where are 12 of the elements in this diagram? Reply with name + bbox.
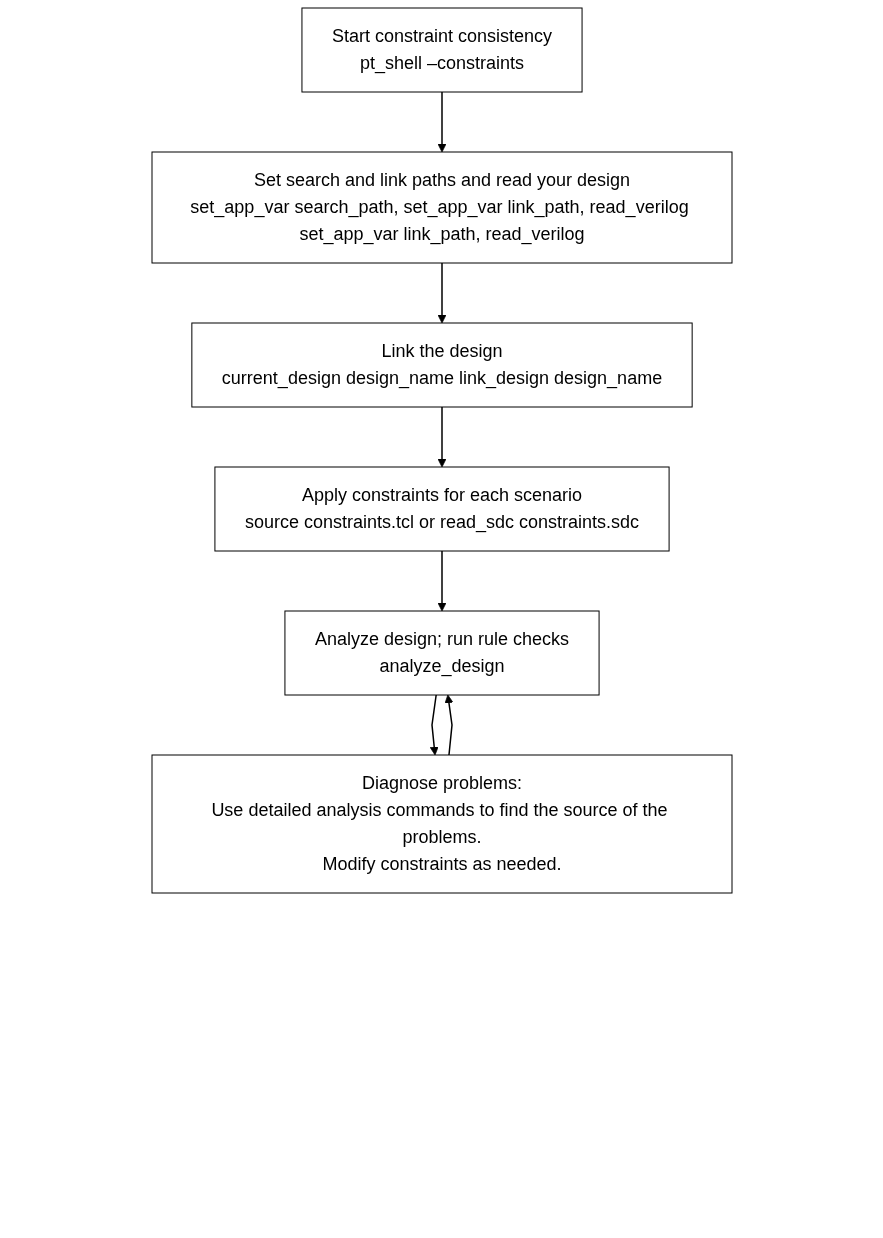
node-box: Diagnose problems: Use detailed analysis commands to find the source of the problems. Modify constraints as needed. <box>151 754 732 894</box>
node-box: Set search and link paths and read your design set_app_var search_path, set_app_var link_path, read_verilog set_app_var link_path, read_verilog <box>151 151 732 264</box>
node-box: Apply constraints for each scenario source constraints.tcl or read_sdc constraints.sdc <box>213 466 670 552</box>
node-box: Link the design current_design design_name link_design design_name <box>190 322 693 408</box>
node-box: Start constraint consistency pt_shell –constraints <box>300 7 583 93</box>
arrow <box>444 694 453 756</box>
arrow <box>437 550 446 612</box>
arrow <box>437 406 446 468</box>
arrow <box>437 262 446 324</box>
node-box: Analyze design; run rule checks analyze_design <box>283 610 600 696</box>
arrow <box>429 694 439 756</box>
arrow <box>437 91 446 153</box>
